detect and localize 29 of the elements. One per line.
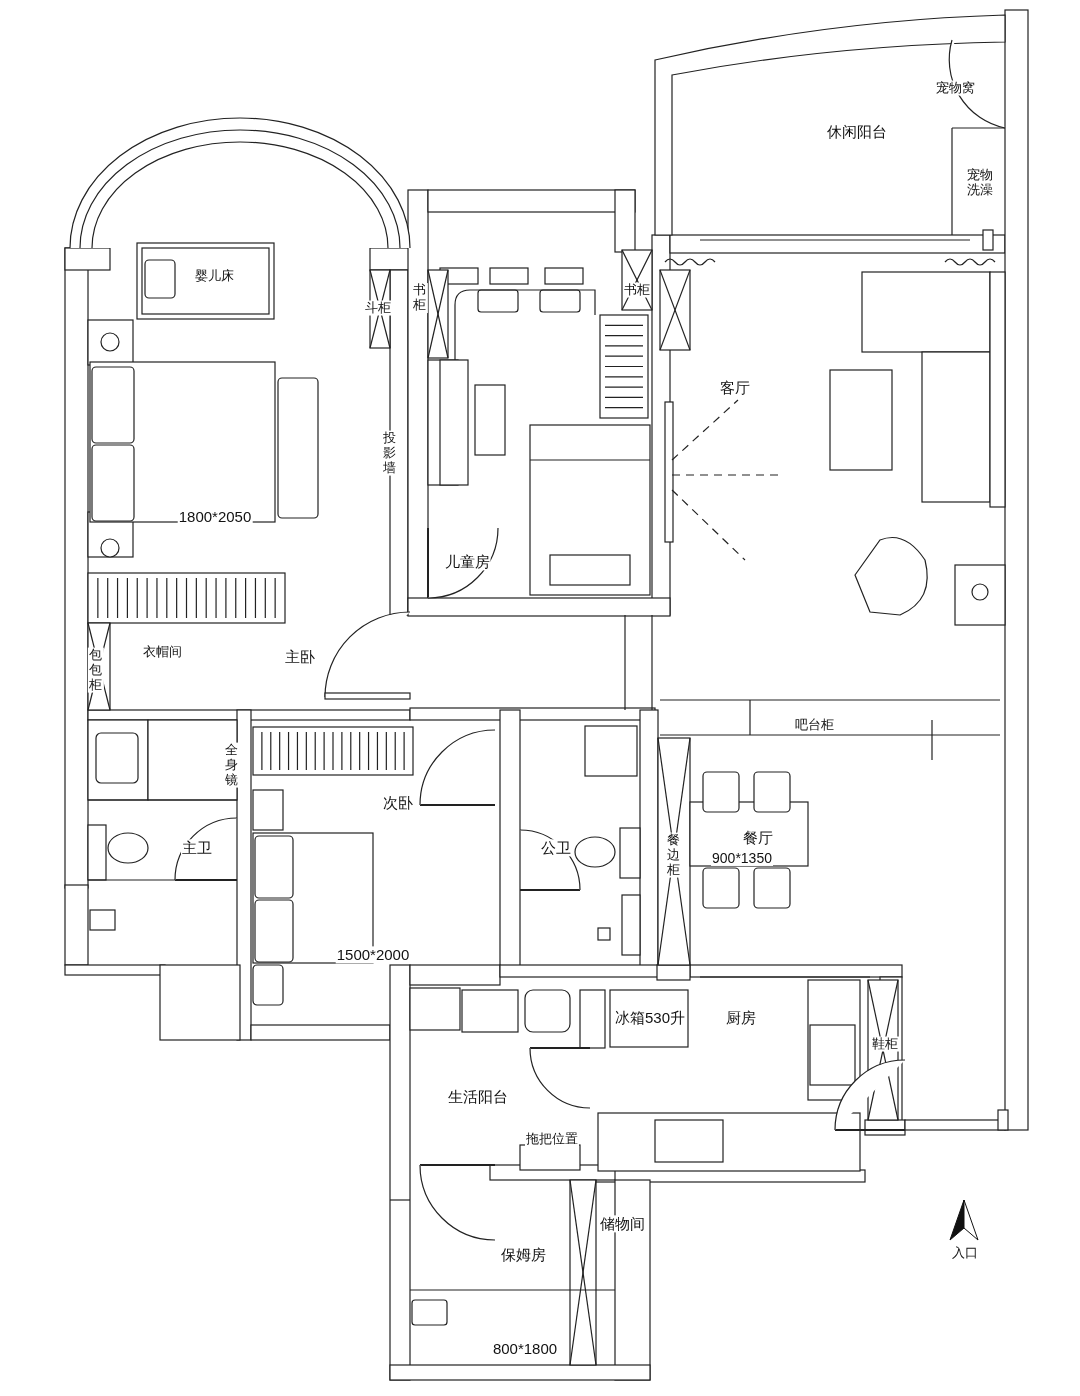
room-label: 保姆房	[499, 1246, 547, 1264]
room-label: 入口	[951, 1245, 979, 1261]
room-label: 宠物窝	[934, 80, 976, 96]
room-label: 冰箱530升	[614, 1009, 686, 1027]
room-label: 休闲阳台	[826, 123, 888, 141]
room-label: 餐厅	[742, 829, 774, 847]
room-label: 主卧	[284, 648, 316, 666]
room-label: 儿童房	[443, 553, 491, 571]
room-label: 拖把位置	[525, 1131, 579, 1147]
room-label: 鞋柜	[871, 1036, 899, 1052]
room-label: 储物间	[598, 1215, 646, 1233]
room-label: 书柜	[623, 282, 651, 298]
room-label: 书柜	[411, 283, 429, 313]
room-label: 投影墙	[381, 430, 399, 476]
room-label: 客厅	[719, 379, 751, 397]
room-label: 1500*2000	[335, 946, 411, 964]
room-label: 餐边柜	[665, 832, 683, 878]
room-label: 主卫	[181, 839, 213, 857]
room-label: 生活阳台	[447, 1088, 509, 1106]
room-label: 婴儿床	[193, 268, 235, 284]
room-label: 宠物洗澡	[964, 168, 996, 198]
room-label: 吧台柜	[793, 717, 835, 733]
room-label: 厨房	[725, 1009, 757, 1027]
room-label: 衣帽间	[141, 644, 183, 660]
room-label: 全身镜	[223, 742, 241, 788]
room-label: 公卫	[540, 839, 572, 857]
room-label: 斗柜	[364, 300, 392, 316]
room-label: 次卧	[382, 794, 414, 812]
room-label: 包包柜	[87, 647, 105, 693]
